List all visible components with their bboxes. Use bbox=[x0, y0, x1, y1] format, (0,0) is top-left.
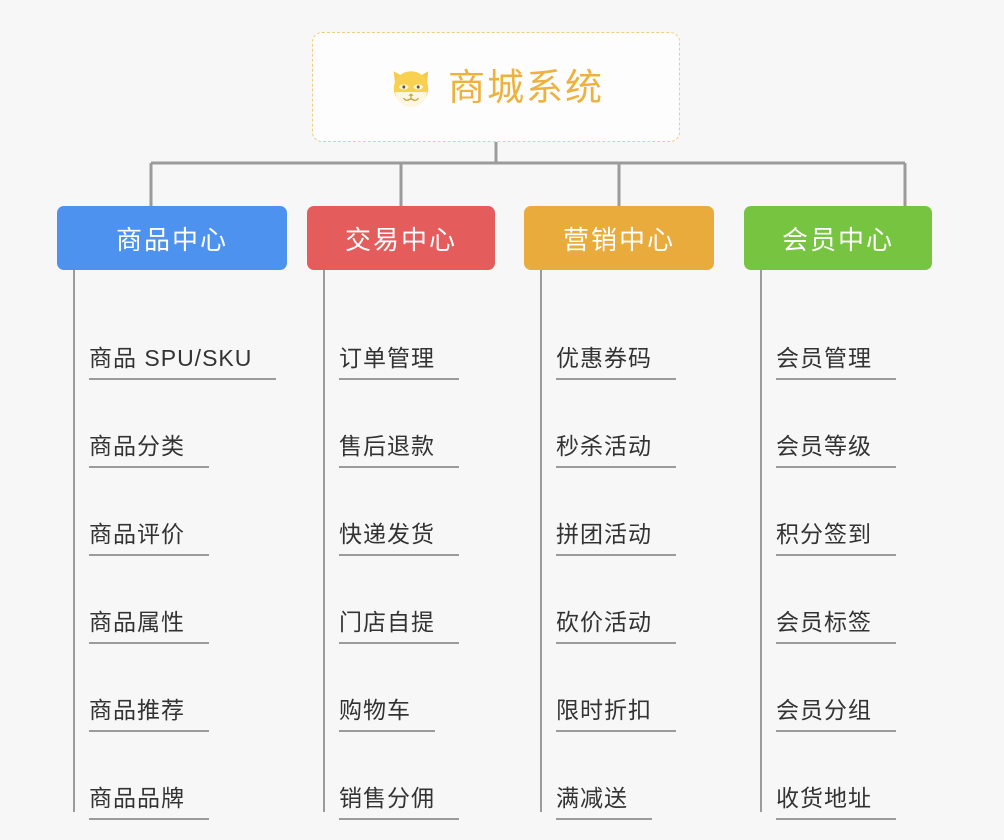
list-item[interactable]: 会员分组 bbox=[760, 644, 932, 732]
branch-column-2: 营销中心 优惠券码 秒杀活动 拼团活动 砍价活动 限时折扣 满减送 bbox=[524, 206, 714, 820]
item-label: 会员标签 bbox=[776, 608, 896, 644]
item-label: 商品属性 bbox=[89, 608, 209, 644]
branch-items-0: 商品 SPU/SKU 商品分类 商品评价 商品属性 商品推荐 商品品牌 bbox=[57, 270, 287, 820]
root-title: 商城系统 bbox=[448, 66, 604, 108]
list-item[interactable]: 会员管理 bbox=[760, 292, 932, 380]
list-item[interactable]: 会员标签 bbox=[760, 556, 932, 644]
list-item[interactable]: 限时折扣 bbox=[540, 644, 714, 732]
item-label: 积分签到 bbox=[776, 520, 896, 556]
item-label: 商品评价 bbox=[89, 520, 209, 556]
item-label: 门店自提 bbox=[339, 608, 459, 644]
branch-label: 商品中心 bbox=[115, 224, 228, 255]
item-label: 会员分组 bbox=[776, 696, 896, 732]
root-node[interactable]: 商城系统 bbox=[312, 32, 680, 142]
list-item[interactable]: 商品属性 bbox=[73, 556, 287, 644]
item-label: 秒杀活动 bbox=[556, 432, 676, 468]
list-item[interactable]: 商品品牌 bbox=[73, 732, 287, 820]
item-label: 购物车 bbox=[339, 696, 435, 732]
list-item[interactable]: 销售分佣 bbox=[323, 732, 495, 820]
item-label: 限时折扣 bbox=[556, 696, 676, 732]
item-label: 砍价活动 bbox=[556, 608, 676, 644]
list-item[interactable]: 积分签到 bbox=[760, 468, 932, 556]
list-item[interactable]: 会员等级 bbox=[760, 380, 932, 468]
list-item[interactable]: 收货地址 bbox=[760, 732, 932, 820]
list-item[interactable]: 购物车 bbox=[323, 644, 495, 732]
item-label: 订单管理 bbox=[339, 344, 459, 380]
item-label: 拼团活动 bbox=[556, 520, 676, 556]
branch-items-2: 优惠券码 秒杀活动 拼团活动 砍价活动 限时折扣 满减送 bbox=[524, 270, 714, 820]
item-label: 快递发货 bbox=[339, 520, 459, 556]
branch-label: 营销中心 bbox=[562, 224, 675, 255]
shiba-dog-icon bbox=[393, 71, 429, 108]
branch-column-3: 会员中心 会员管理 会员等级 积分签到 会员标签 会员分组 收货地址 bbox=[744, 206, 932, 820]
item-label: 商品分类 bbox=[89, 432, 209, 468]
list-item[interactable]: 拼团活动 bbox=[540, 468, 714, 556]
branch-items-3: 会员管理 会员等级 积分签到 会员标签 会员分组 收货地址 bbox=[744, 270, 932, 820]
item-label: 商品 SPU/SKU bbox=[89, 344, 277, 380]
item-label: 收货地址 bbox=[776, 784, 896, 820]
item-label: 满减送 bbox=[556, 784, 652, 820]
item-label: 商品品牌 bbox=[89, 784, 209, 820]
list-item[interactable]: 售后退款 bbox=[323, 380, 495, 468]
list-item[interactable]: 砍价活动 bbox=[540, 556, 714, 644]
list-item[interactable]: 秒杀活动 bbox=[540, 380, 714, 468]
list-item[interactable]: 门店自提 bbox=[323, 556, 495, 644]
list-item[interactable]: 商品分类 bbox=[73, 380, 287, 468]
branch-header-1[interactable]: 交易中心 bbox=[307, 206, 495, 270]
item-label: 会员等级 bbox=[776, 432, 896, 468]
branch-header-3[interactable]: 会员中心 bbox=[744, 206, 932, 270]
list-item[interactable]: 订单管理 bbox=[323, 292, 495, 380]
list-item[interactable]: 满减送 bbox=[540, 732, 714, 820]
list-item[interactable]: 商品 SPU/SKU bbox=[73, 292, 287, 380]
branch-label: 交易中心 bbox=[344, 224, 457, 255]
list-item[interactable]: 商品评价 bbox=[73, 468, 287, 556]
item-label: 销售分佣 bbox=[339, 784, 459, 820]
branch-header-0[interactable]: 商品中心 bbox=[57, 206, 287, 270]
list-item[interactable]: 快递发货 bbox=[323, 468, 495, 556]
item-label: 优惠券码 bbox=[556, 344, 676, 380]
item-label: 商品推荐 bbox=[89, 696, 209, 732]
branch-column-0: 商品中心 商品 SPU/SKU 商品分类 商品评价 商品属性 商品推荐 商品品牌 bbox=[57, 206, 287, 820]
branch-label: 会员中心 bbox=[781, 224, 894, 255]
branch-column-1: 交易中心 订单管理 售后退款 快递发货 门店自提 购物车 销售分佣 bbox=[307, 206, 495, 820]
list-item[interactable]: 商品推荐 bbox=[73, 644, 287, 732]
item-label: 会员管理 bbox=[776, 344, 896, 380]
branch-header-2[interactable]: 营销中心 bbox=[524, 206, 714, 270]
item-label: 售后退款 bbox=[339, 432, 459, 468]
branch-items-1: 订单管理 售后退款 快递发货 门店自提 购物车 销售分佣 bbox=[307, 270, 495, 820]
list-item[interactable]: 优惠券码 bbox=[540, 292, 714, 380]
